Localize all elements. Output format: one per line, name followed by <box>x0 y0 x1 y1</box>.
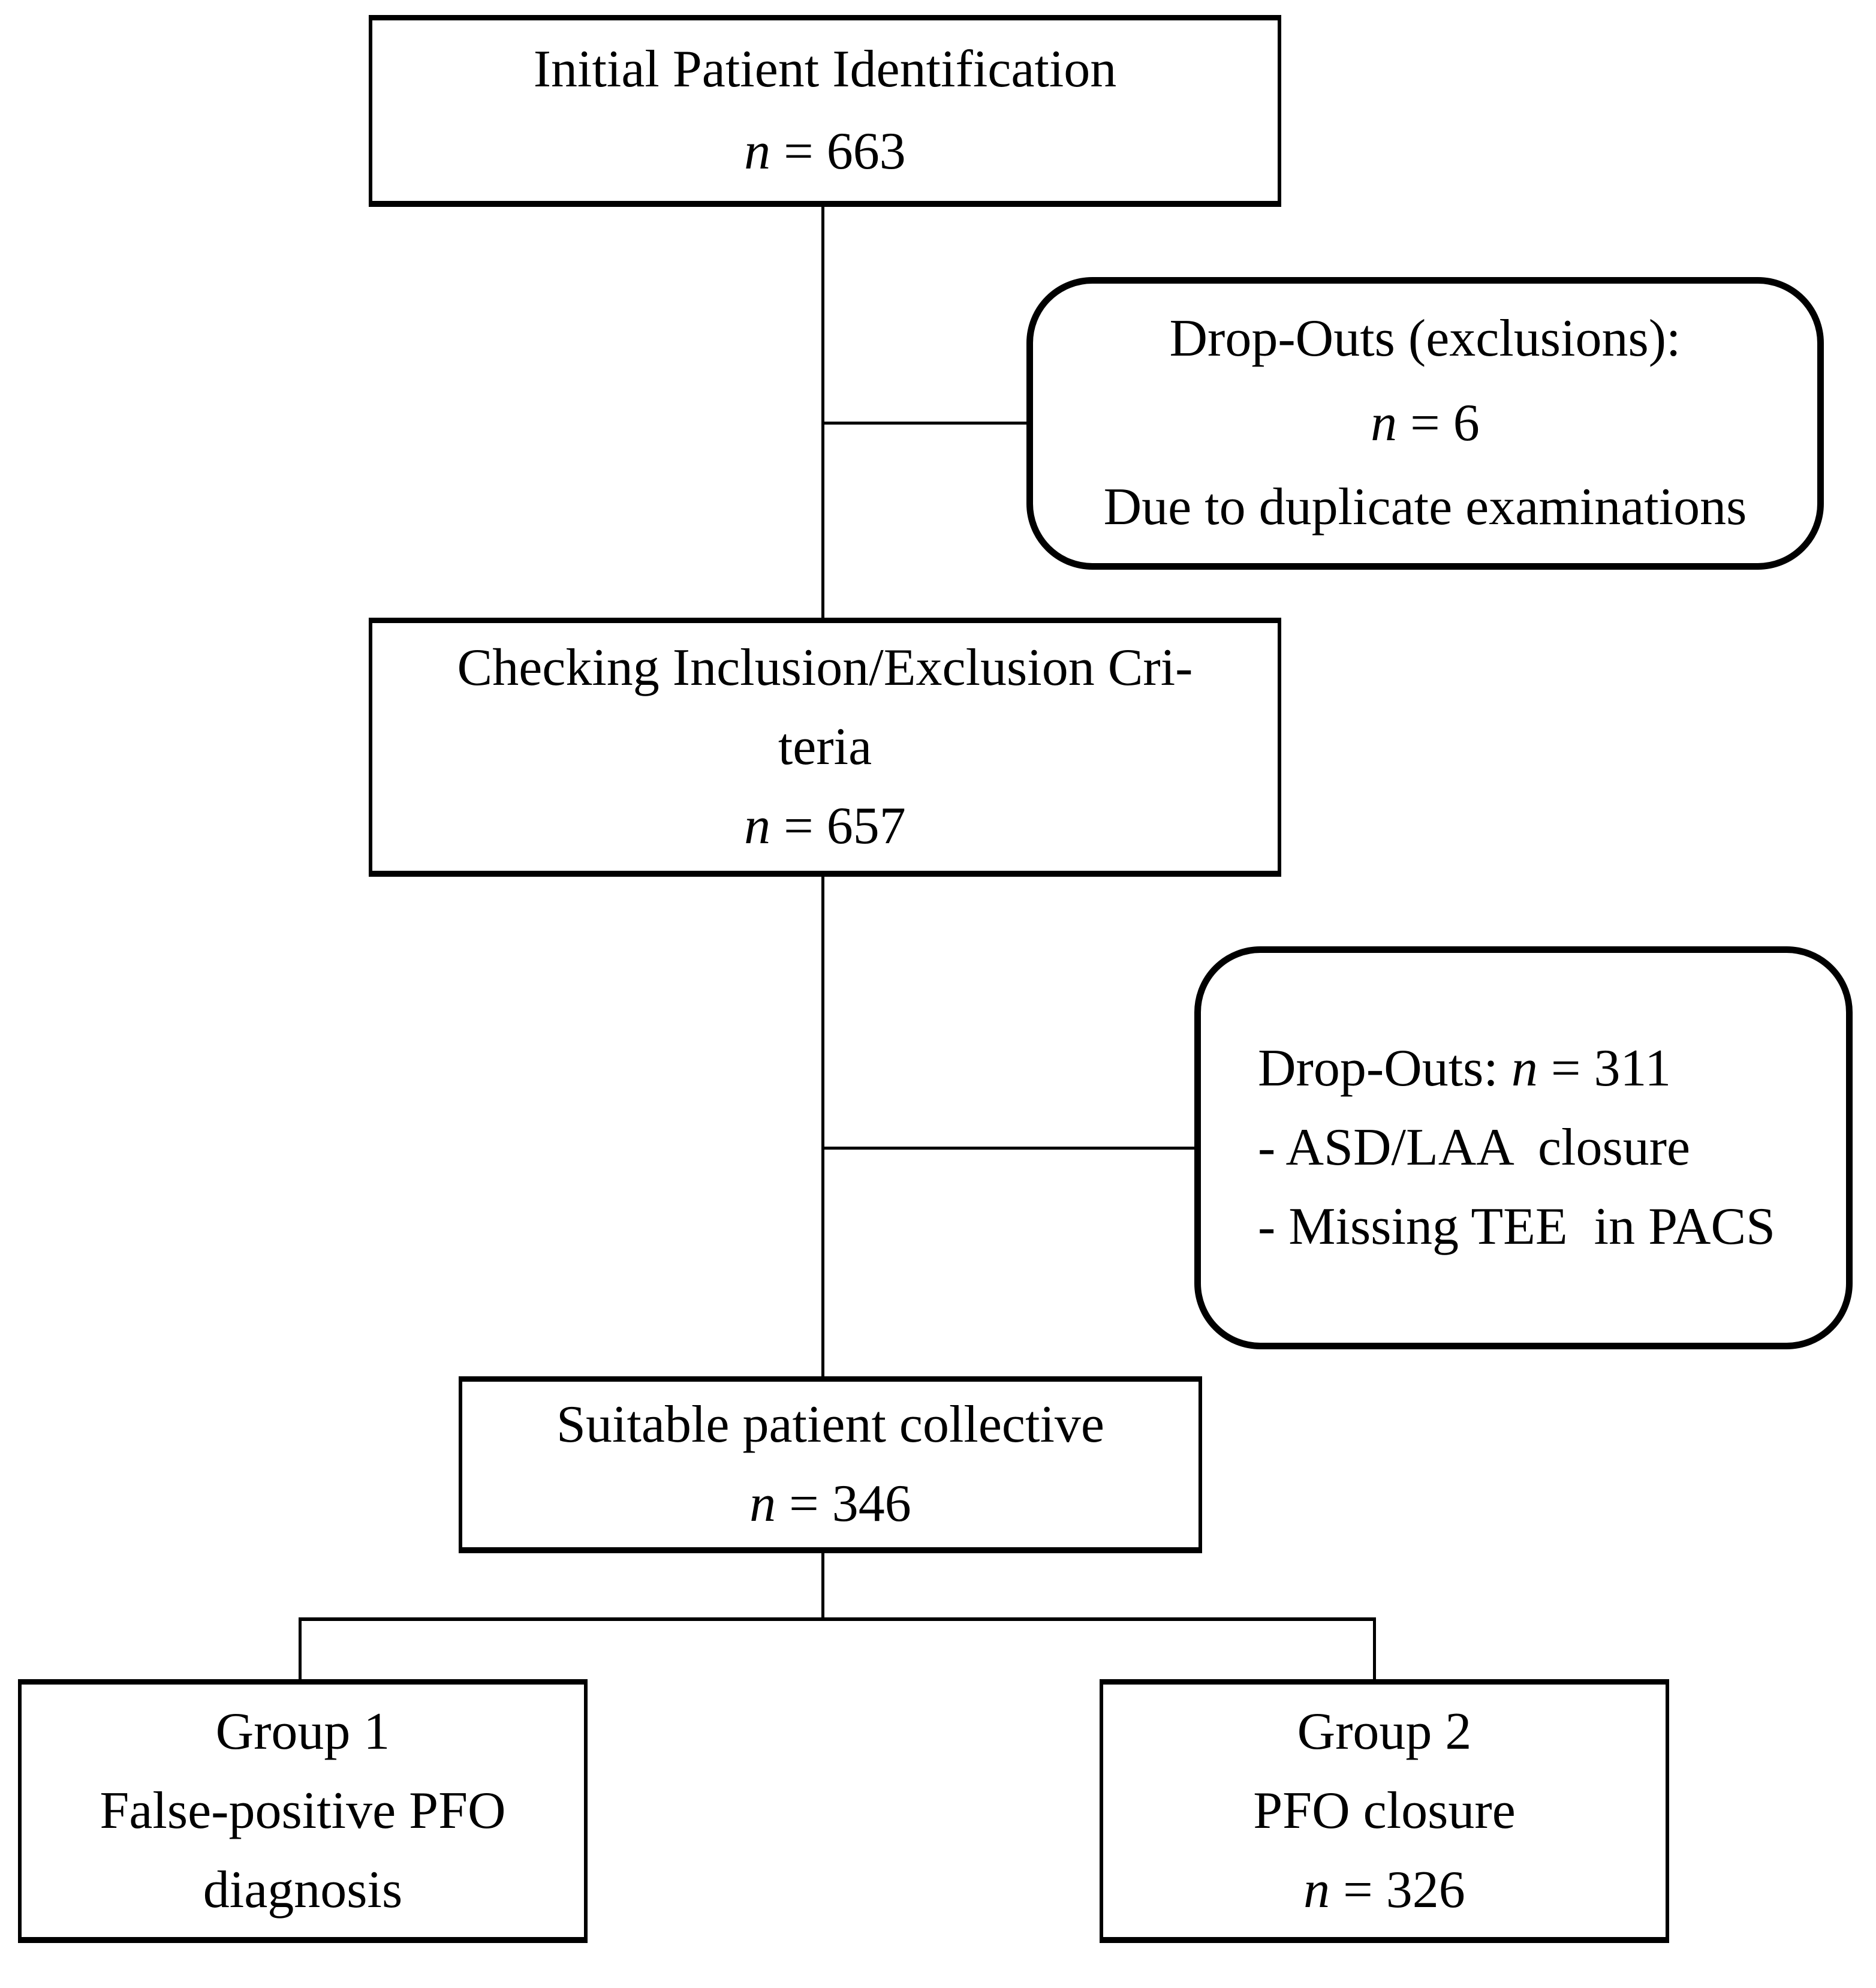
checking-criteria-title-line2: teria <box>778 717 872 776</box>
box-suitable-collective: Suitable patient collective n = 346 <box>459 1376 1202 1553</box>
box-group2: Group 2 PFO closure n = 326 <box>1100 1679 1669 1943</box>
dropouts-311-bullet-asd-laa: - ASD/LAA closure <box>1258 1118 1691 1177</box>
connector-split-horizontal <box>299 1617 1376 1621</box>
checking-criteria-title-line1: Checking Inclusion/Exclusion Cri- <box>457 638 1193 697</box>
suitable-collective-title: Suitable patient collective <box>556 1395 1104 1454</box>
connector-v2 <box>821 877 824 1376</box>
box-group1: Group 1 False-positive PFO diagnosis <box>18 1679 588 1943</box>
connector-v1 <box>821 207 824 618</box>
dropouts-311-title: Drop-Outs: n = 311 <box>1258 1039 1672 1097</box>
suitable-collective-n-value: n = 346 <box>749 1475 911 1533</box>
dropouts-exclusions-n-value: n = 6 <box>1371 393 1480 452</box>
box-dropouts-exclusions: Drop-Outs (exclusions): n = 6 Due to dup… <box>1026 277 1824 570</box>
group1-description-line1: False-positive PFO <box>100 1781 506 1840</box>
dropouts-exclusions-reason: Due to duplicate examinations <box>1103 478 1747 537</box>
box-checking-criteria: Checking Inclusion/Exclusion Cri- teria … <box>369 618 1281 877</box>
group1-description-line2: diagnosis <box>203 1860 403 1919</box>
connector-stub-group1 <box>299 1617 302 1679</box>
checking-criteria-n-value: n = 657 <box>744 796 906 855</box>
group1-title: Group 1 <box>215 1702 390 1761</box>
box-initial-title: Initial Patient Identification <box>533 40 1117 99</box>
box-initial-n-value: n = 663 <box>744 122 906 181</box>
group2-title: Group 2 <box>1297 1702 1472 1761</box>
group2-n-value: n = 326 <box>1303 1860 1465 1919</box>
connector-stub-group2 <box>1373 1617 1376 1679</box>
group2-description: PFO closure <box>1253 1781 1516 1840</box>
connector-h1 <box>823 422 1026 425</box>
dropouts-exclusions-title: Drop-Outs (exclusions): <box>1169 309 1681 368</box>
dropouts-311-bullet-missing-tee: - Missing TEE in PACS <box>1258 1198 1776 1256</box>
box-dropouts-311: Drop-Outs: n = 311 - ASD/LAA closure - M… <box>1194 946 1853 1349</box>
connector-v3 <box>821 1553 824 1619</box>
box-initial-patient-identification: Initial Patient Identification n = 663 <box>369 15 1281 207</box>
connector-h2 <box>823 1147 1194 1150</box>
